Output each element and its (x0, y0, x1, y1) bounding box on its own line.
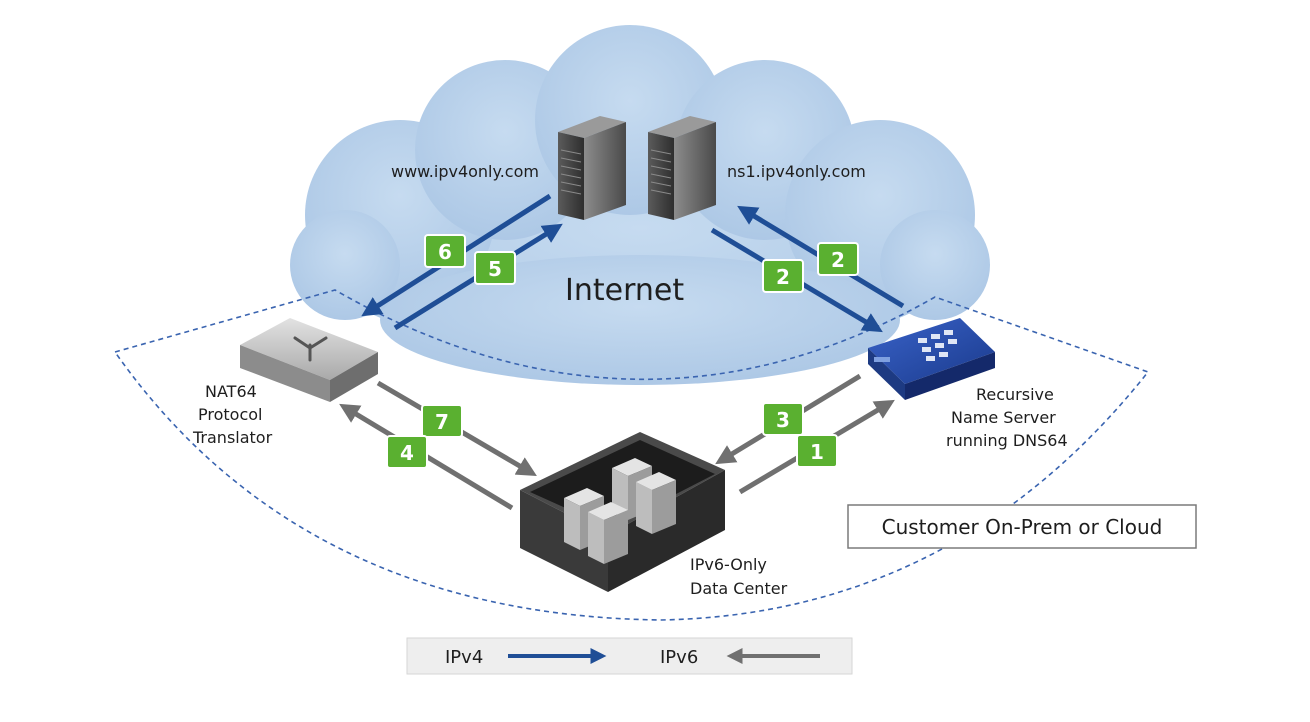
step-badge-3: 3 (762, 402, 804, 436)
step-badge-7-text: 7 (435, 410, 449, 434)
step-badge-2b: 2 (817, 242, 859, 276)
internet-label: Internet (565, 273, 684, 308)
legend-ipv4-label: IPv4 (445, 647, 483, 668)
step-badge-2a-text: 2 (776, 265, 790, 289)
step-badge-6-text: 6 (438, 240, 452, 264)
step-badge-2a: 2 (762, 259, 804, 293)
dns64-server-icon (868, 318, 995, 400)
datacenter-label-line2: Data Center (690, 579, 788, 598)
customer-onprem-label: Customer On-Prem or Cloud (882, 515, 1163, 539)
step-badge-6: 6 (424, 234, 466, 268)
ns1-server-icon (648, 116, 716, 220)
arrow-step-4 (339, 403, 514, 511)
step-badge-1: 1 (796, 434, 838, 468)
dns64-label-line1: Recursive (976, 385, 1054, 404)
dns64-label-line3: running DNS64 (946, 431, 1068, 450)
nat64-translator-icon (240, 318, 378, 402)
step-badge-4-text: 4 (400, 441, 414, 465)
legend-ipv6-label: IPv6 (660, 647, 698, 668)
datacenter-label-line1: IPv6-Only (690, 555, 767, 574)
legend: IPv4 IPv6 (406, 637, 853, 675)
step-badge-5: 5 (474, 251, 516, 285)
step-badge-7: 7 (421, 404, 463, 438)
step-badge-3-text: 3 (776, 408, 790, 432)
internet-cloud (290, 25, 990, 385)
step-badge-2b-text: 2 (831, 248, 845, 272)
step-badge-5-text: 5 (488, 257, 502, 281)
step-badge-1-text: 1 (810, 440, 824, 464)
dns64-label-line2: Name Server (951, 408, 1056, 427)
ns1-server-label: ns1.ipv4only.com (727, 162, 866, 181)
www-server-icon (558, 116, 626, 220)
nat64-label-line3: Translator (192, 428, 273, 447)
customer-onprem-box: Customer On-Prem or Cloud (847, 504, 1197, 549)
datacenter-icon (520, 432, 725, 592)
www-server-label: www.ipv4only.com (391, 162, 539, 181)
step-badge-4: 4 (386, 435, 428, 469)
nat64-label-line2: Protocol (198, 405, 262, 424)
nat64-label-line1: NAT64 (205, 382, 257, 401)
